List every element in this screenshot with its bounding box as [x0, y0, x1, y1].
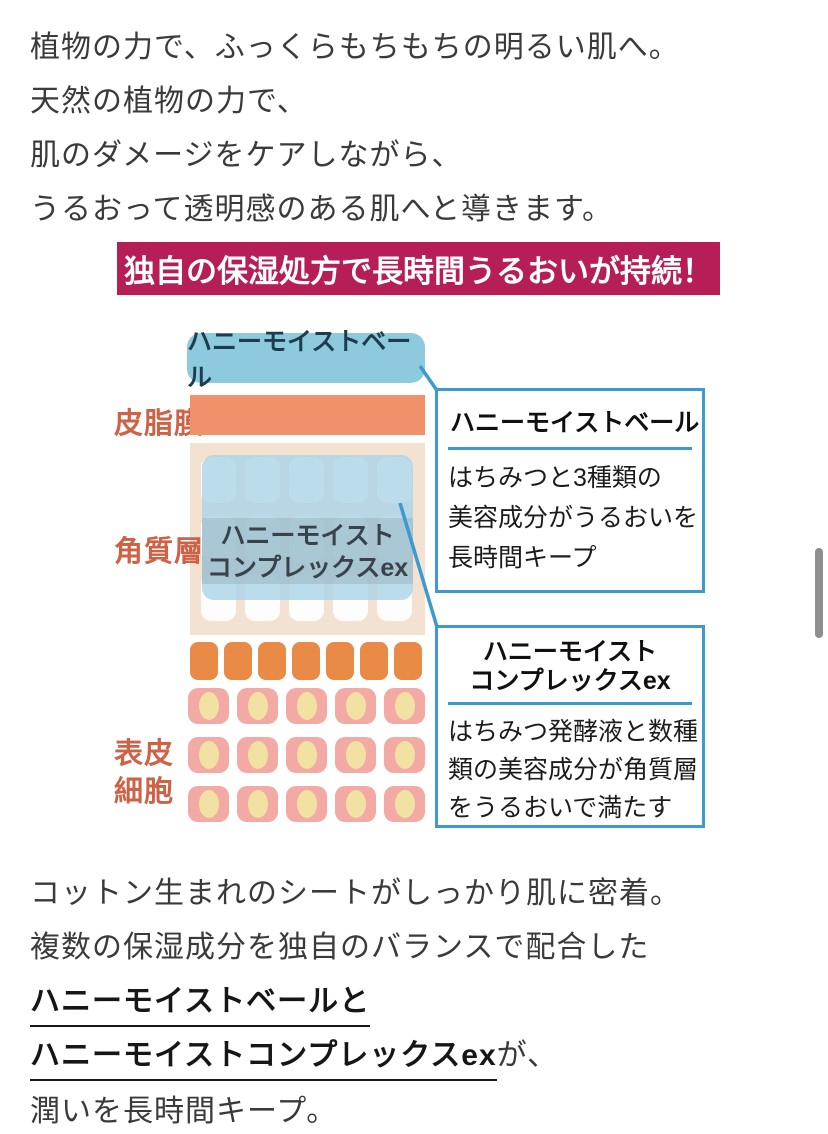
- outro-line-3: ハニーモイストベールと: [30, 976, 371, 1027]
- granular-cell: [326, 642, 354, 680]
- granular-cell: [224, 642, 252, 680]
- cell-nucleus: [394, 741, 415, 769]
- intro-line-4: うるおって透明感のある肌へと導きます。: [30, 193, 613, 226]
- epidermis-cell-grid: [188, 688, 426, 822]
- complex-callout-body-line3: をうるおいで満たす: [448, 794, 673, 822]
- honey-moist-veil-tag: ハニーモイストベール: [187, 328, 425, 392]
- epidermis-label-line2: 細胞: [114, 776, 175, 808]
- complex-overlay-line2: コンプレックスex: [206, 554, 409, 582]
- veil-callout-divider: [448, 447, 692, 450]
- complex-callout-divider: [448, 702, 692, 705]
- complex-callout-body-line2: 類の美容成分が角質層: [448, 756, 699, 784]
- intro-line-3: 肌のダメージをケアしながら、: [30, 139, 463, 172]
- epidermis-cell-row: [188, 737, 426, 773]
- epidermis-cell: [237, 688, 278, 724]
- epidermis-cell: [237, 737, 278, 773]
- complex-overlay-band: [202, 518, 413, 584]
- outro-line-2: 複数の保湿成分を独自のバランスで配合した: [30, 931, 650, 964]
- cell-nucleus: [394, 790, 415, 818]
- epidermis-cell: [188, 688, 229, 724]
- complex-callout-title-line2: コンプレックスex: [469, 667, 671, 695]
- epidermis-cell-row: [188, 786, 426, 822]
- complex-overlay-label: ハニーモイスト コンプレックスex: [202, 520, 413, 584]
- granular-cell: [292, 642, 320, 680]
- cell-nucleus: [345, 692, 366, 720]
- veil-callout-box: ハニーモイストベール はちみつと3種類の 美容成分がうるおいを 長時間キープ: [435, 388, 705, 593]
- veil-callout-body-line3: 長時間キープ: [448, 544, 597, 572]
- veil-callout-body: はちみつと3種類の 美容成分がうるおいを 長時間キープ: [448, 458, 699, 578]
- outro-line-1: コットン生まれのシートがしっかり肌に密着。: [30, 877, 681, 910]
- complex-callout-box: ハニーモイスト コンプレックスex はちみつ発酵液と数種 類の美容成分が角質層 …: [435, 625, 705, 828]
- epidermis-cell: [384, 737, 425, 773]
- intro-line-1: 植物の力で、ふっくらもちもちの明るい肌へ。: [30, 31, 680, 64]
- epidermis-cell: [384, 688, 425, 724]
- complex-emphasis-text: ハニーモイストコンプレックスex: [30, 1030, 497, 1081]
- sebum-film-bar: [190, 395, 425, 435]
- complex-callout-title-line1: ハニーモイスト: [482, 638, 658, 666]
- granular-cell-row: [190, 642, 425, 680]
- veil-callout-body-line2: 美容成分がうるおいを: [448, 504, 699, 532]
- granular-cell: [394, 642, 422, 680]
- cell-nucleus: [247, 741, 268, 769]
- cell-nucleus: [296, 741, 317, 769]
- epidermis-cell: [286, 786, 327, 822]
- intro-line-2: 天然の植物の力で、: [30, 85, 308, 118]
- cell-nucleus: [198, 741, 219, 769]
- veil-emphasis-text: ハニーモイストベールと: [30, 976, 371, 1027]
- complex-callout-title: ハニーモイスト コンプレックスex: [448, 636, 692, 702]
- sebum-film-label: 皮脂膜: [114, 408, 205, 440]
- cell-nucleus: [198, 692, 219, 720]
- epidermis-label-line1: 表皮: [114, 738, 175, 770]
- epidermis-cell: [188, 737, 229, 773]
- cell-nucleus: [345, 790, 366, 818]
- moisture-banner: 独自の保湿処方で長時間うるおいが持続！: [117, 242, 720, 295]
- complex-overlay: [202, 455, 413, 600]
- epidermis-cell: [286, 688, 327, 724]
- epidermis-cell: [286, 737, 327, 773]
- outro-line-4-rest: が、: [496, 1039, 559, 1072]
- cell-nucleus: [345, 741, 366, 769]
- granular-cell: [258, 642, 286, 680]
- cell-nucleus: [296, 790, 317, 818]
- granular-cell: [360, 642, 388, 680]
- epidermis-cell-row: [188, 688, 426, 724]
- moisture-banner-text: 独自の保湿処方で長時間うるおいが持続！: [124, 254, 713, 289]
- epidermis-cell: [188, 786, 229, 822]
- epidermis-cell: [335, 737, 376, 773]
- outro-line-4: ハニーモイストコンプレックスexが、: [30, 1030, 558, 1081]
- outro-line-5: 潤いを長時間キープ。: [30, 1095, 338, 1128]
- veil-callout-title: ハニーモイストベール: [450, 409, 700, 437]
- complex-callout-body-line1: はちみつ発酵液と数種: [448, 718, 699, 746]
- vertical-scrollbar-thumb[interactable]: [815, 548, 823, 638]
- cell-nucleus: [198, 790, 219, 818]
- cell-nucleus: [247, 790, 268, 818]
- epidermis-cell: [384, 786, 425, 822]
- stratum-corneum-label: 角質層: [114, 536, 205, 568]
- cell-nucleus: [394, 692, 415, 720]
- cell-nucleus: [296, 692, 317, 720]
- cell-nucleus: [247, 692, 268, 720]
- epidermis-cell: [335, 688, 376, 724]
- epidermis-cell: [237, 786, 278, 822]
- veil-callout-body-line1: はちみつと3種類の: [448, 464, 662, 492]
- complex-overlay-line1: ハニーモイスト: [220, 522, 395, 550]
- complex-callout-body: はちみつ発酵液と数種 類の美容成分が角質層 をうるおいで満たす: [448, 713, 699, 827]
- epidermis-cell: [335, 786, 376, 822]
- granular-cell: [190, 642, 218, 680]
